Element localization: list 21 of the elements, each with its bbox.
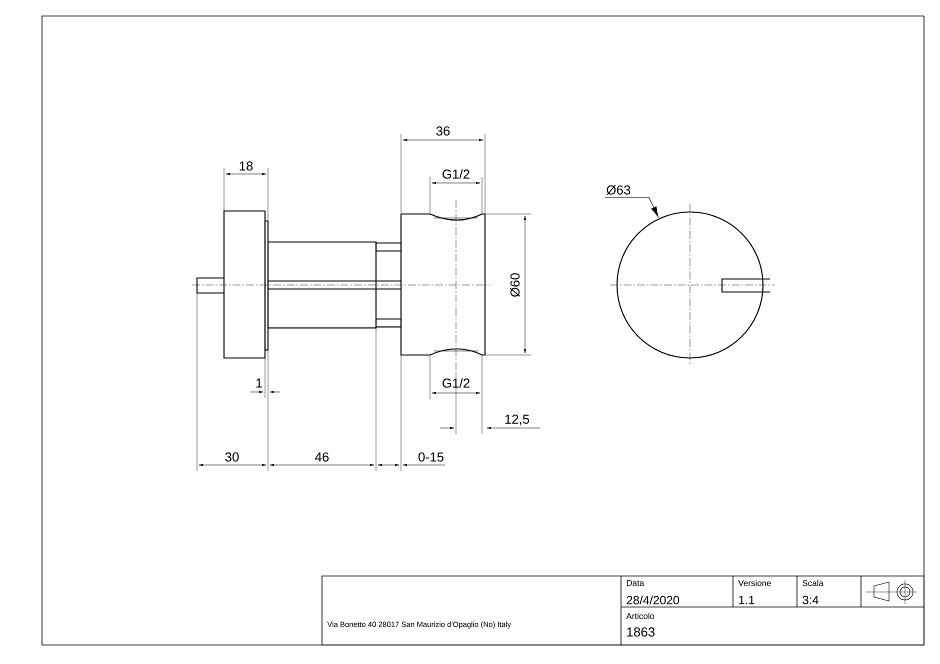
field-label: Versione	[738, 580, 771, 586]
dimension-value: 1	[256, 378, 262, 388]
field-value: 28/4/2020	[626, 596, 680, 604]
field-label: Scala	[802, 580, 824, 586]
thread-size: G1/2	[442, 169, 470, 179]
dimension-value: 36	[436, 126, 450, 136]
dimension-value: 0-15	[418, 452, 444, 462]
field-value: 1863	[627, 627, 655, 637]
dimension-value: 18	[240, 161, 253, 171]
knob-front-face	[616, 211, 764, 359]
leader-line	[604, 197, 658, 217]
dimension-value: 46	[315, 452, 329, 462]
field-value: 1.1	[739, 596, 754, 604]
diameter-value: Ø60	[510, 273, 520, 297]
thread-size: G1/2	[442, 378, 470, 388]
diameter-value: Ø63	[606, 185, 630, 195]
field-value: 3:4	[802, 596, 819, 604]
field-label: Articolo	[626, 612, 654, 620]
field-label: Data	[626, 580, 644, 586]
dimension-value: 30	[225, 452, 239, 462]
dimension-value: 12,5	[505, 414, 530, 426]
